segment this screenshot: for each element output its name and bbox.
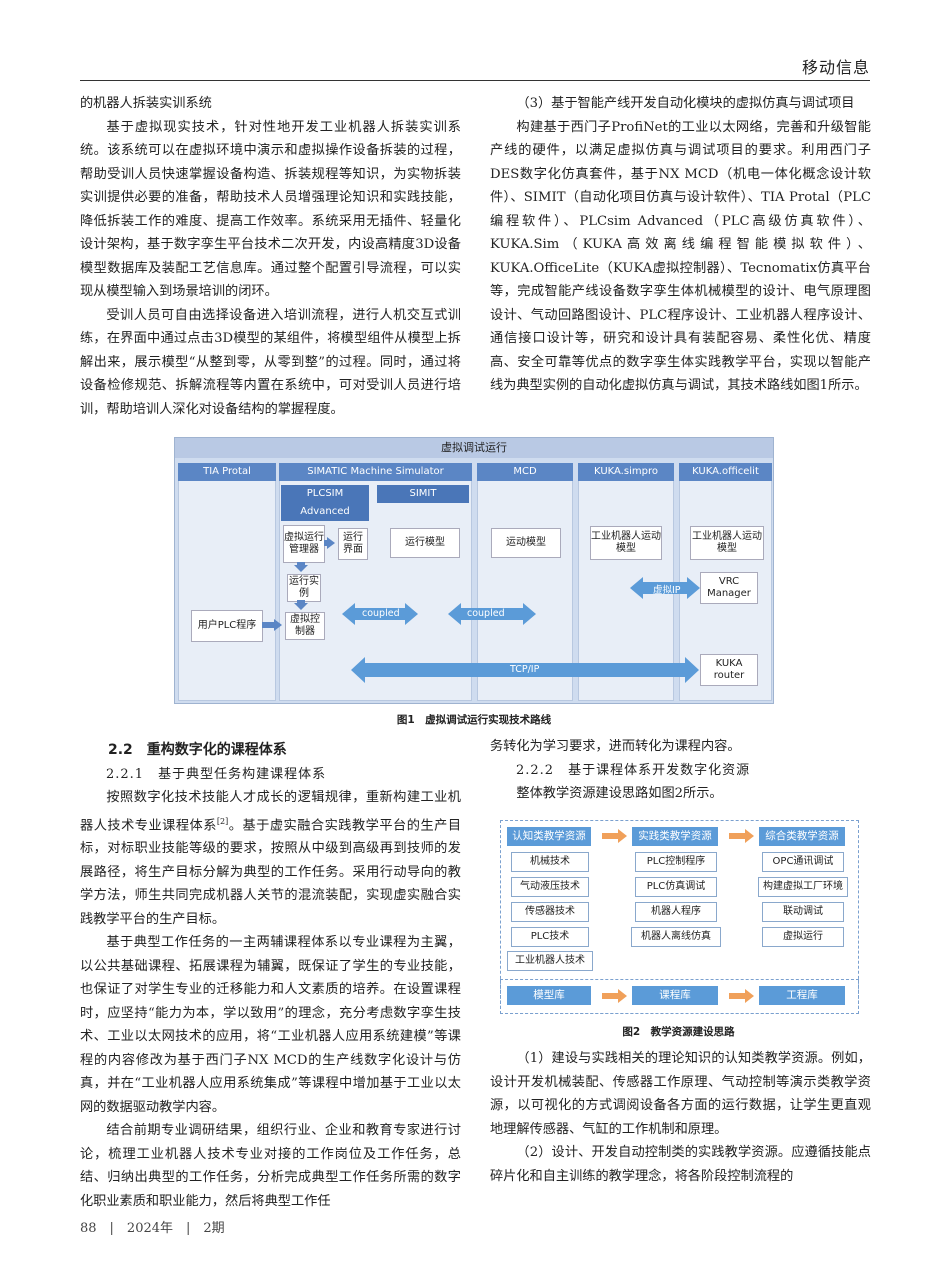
library-row: 模型库 课程库 工程库 <box>500 979 859 1014</box>
paragraph: 务转化为学习要求，进而转化为课程内容。 <box>490 739 741 754</box>
resource-item: OPC通讯调试 <box>762 852 844 872</box>
sub-header: PLCSIM Advanced <box>281 485 369 521</box>
resource-item: 机器人离线仿真 <box>631 927 721 947</box>
resource-item: PLC控制程序 <box>635 852 717 872</box>
coupled-arrow <box>448 603 536 625</box>
right-column-bottom: （1）建设与实践相关的理论知识的认知类教学资源。例如，设计开发机械装配、传感器工… <box>490 1047 871 1188</box>
resource-item: 联动调试 <box>762 902 844 922</box>
coupled-label: coupled <box>467 608 505 619</box>
resource-item: 构建虚拟工厂环境 <box>758 877 848 897</box>
library-arrows <box>602 989 754 1003</box>
resource-item: PLC技术 <box>511 927 589 947</box>
figure-2-caption: 图2 教学资源建设思路 <box>622 1026 735 1038</box>
figure-1-arrows <box>262 537 700 683</box>
vrc-manager-box: VRC Manager <box>700 572 758 604</box>
virtual-controller-box: 虚拟控制器 <box>285 612 325 640</box>
resource-item: 气动液压技术 <box>511 877 589 897</box>
paragraph: 构建基于西门子ProfiNet的工业以太网络，完善和升级智能产线的硬件，以满足虚… <box>490 119 871 394</box>
resource-item: 传感器技术 <box>511 902 589 922</box>
virtual-ip-label: 虚拟IP <box>653 585 681 596</box>
right-arrow-icon <box>729 829 754 843</box>
right-arrow-icon <box>324 537 335 549</box>
paragraph: 受训人员可自由选择设备进入培训流程，进行人机交互式训练，在界面中通过点击3D模型… <box>80 307 461 417</box>
right-column-bottom-top: 务转化为学习要求，进而转化为课程内容。 2.2.2 基于课程体系开发数字化资源 … <box>490 735 871 806</box>
column-header: TIA Protal <box>178 463 276 481</box>
right-arrow-icon <box>602 989 627 1003</box>
sub-header: SIMIT <box>377 485 469 503</box>
figure-2-arrows <box>602 829 754 843</box>
coupled-label: coupled <box>362 608 400 619</box>
paragraph: 基于虚拟现实技术，针对性地开发工业机器人拆装实训系统。该系统可以在虚拟环境中演示… <box>80 119 461 300</box>
resource-item: 机械技术 <box>511 852 589 872</box>
figure-1-top-bar: 虚拟调试运行 <box>175 438 773 458</box>
virtual-run-manager-box: 虚拟运行管理器 <box>283 525 325 563</box>
paragraph: 按照数字化技术技能人才成长的逻辑规律，重新构建工业机器人技术专业课程体系[2]。… <box>80 786 461 931</box>
resource-item: 工业机器人技术 <box>507 951 593 971</box>
resource-item: PLC仿真调试 <box>635 877 717 897</box>
page-footer: 88 | 2024年 | 2期 <box>80 1221 225 1236</box>
right-arrow-icon <box>262 619 282 631</box>
journal-title: 移动信息 <box>801 58 870 77</box>
library-box: 工程库 <box>759 986 845 1005</box>
subsection-heading: 2.2.2 基于课程体系开发数字化资源 <box>516 762 751 778</box>
left-column-bottom: 2.2 重构数字化的课程体系 2.2.1 基于典型任务构建课程体系 按照数字化技… <box>80 739 461 1213</box>
header-rule <box>80 80 870 81</box>
coupled-arrow <box>342 603 418 625</box>
library-box: 课程库 <box>632 986 718 1005</box>
resource-item: 机器人程序 <box>635 902 717 922</box>
paragraph: 基于典型工作任务的一主两辅课程体系以专业课程为主翼，以公共基础课程、拓展课程为辅… <box>80 935 461 1115</box>
right-arrow-icon <box>602 829 627 843</box>
paragraph: （1）建设与实践相关的理论知识的认知类教学资源。例如，设计开发机械装配、传感器工… <box>490 1051 871 1137</box>
mcd-model-box: 运动模型 <box>491 528 561 558</box>
right-arrow-icon <box>729 989 754 1003</box>
column-header: KUKA.officelit <box>679 463 772 481</box>
tcp-ip-label: TCP/IP <box>510 664 540 675</box>
paragraph: （2）设计、开发自动控制类的实践教学资源。应遵循技能点碎片化和自主训练的教学理念… <box>490 1145 871 1184</box>
category-header: 综合类教学资源 <box>759 827 845 846</box>
tcp-ip-arrow <box>351 657 699 683</box>
virtual-ip-arrow <box>630 577 700 599</box>
column-mcd <box>477 463 573 701</box>
resource-item: 虚拟运行 <box>762 927 844 947</box>
paragraph: 结合前期专业调研结果，组织行业、企业和教育专家进行讨论，梳理工业机器人技术专业对… <box>80 1123 461 1209</box>
text-run: 。基于虚实融合实践教学平台的生产目标，对标职业技能等级的要求，按照从中级到高级再… <box>80 817 462 927</box>
text-run: 按照数字化技术技能人才成长的逻辑规律，重新构建工业机器人技术专业课程体系 <box>80 790 461 833</box>
robot-model-box: 工业机器人运动模型 <box>590 526 662 560</box>
column-header: SIMATIC Machine Simulator <box>279 463 472 481</box>
paragraph: （3）基于智能产线开发自动化模块的虚拟仿真与调试项目 <box>516 96 855 111</box>
column-header: KUKA.simpro <box>578 463 674 481</box>
left-column-top: 的机器人拆装实训系统 基于虚拟现实技术，针对性地开发工业机器人拆装实训系统。该系… <box>80 92 461 421</box>
run-interface-box: 运行界面 <box>338 528 368 560</box>
robot-model-box: 工业机器人运动模型 <box>690 526 764 560</box>
section-heading: 2.2 重构数字化的课程体系 <box>108 742 287 758</box>
paragraph: 整体教学资源建设思路如图2所示。 <box>516 786 723 801</box>
library-box: 模型库 <box>507 986 591 1005</box>
simit-model-box: 运行模型 <box>390 528 460 558</box>
figure-1-caption: 图1 虚拟调试运行实现技术路线 <box>396 714 552 726</box>
subsection-heading: 2.2.1 基于典型任务构建课程体系 <box>106 766 327 782</box>
category-header: 认知类教学资源 <box>507 827 591 846</box>
figure-1: 虚拟调试运行 TIA Protal SIMATIC Machine Simula… <box>174 437 774 704</box>
run-instance-box: 运行实例 <box>287 574 321 602</box>
category-header: 实践类教学资源 <box>632 827 718 846</box>
citation: [2] <box>216 816 229 826</box>
up-arrow-icon <box>294 600 308 610</box>
right-column-top: （3）基于智能产线开发自动化模块的虚拟仿真与调试项目 构建基于西门子ProfiN… <box>490 92 871 398</box>
column-tia <box>178 463 276 701</box>
column-header: MCD <box>477 463 573 481</box>
paragraph: 的机器人拆装实训系统 <box>80 96 212 111</box>
figure-2: 认知类教学资源 实践类教学资源 综合类教学资源 机械技术 气动液压技术 传感器技… <box>500 820 859 1014</box>
up-arrow-icon <box>294 562 308 572</box>
kuka-router-box: KUKA router <box>700 654 758 686</box>
